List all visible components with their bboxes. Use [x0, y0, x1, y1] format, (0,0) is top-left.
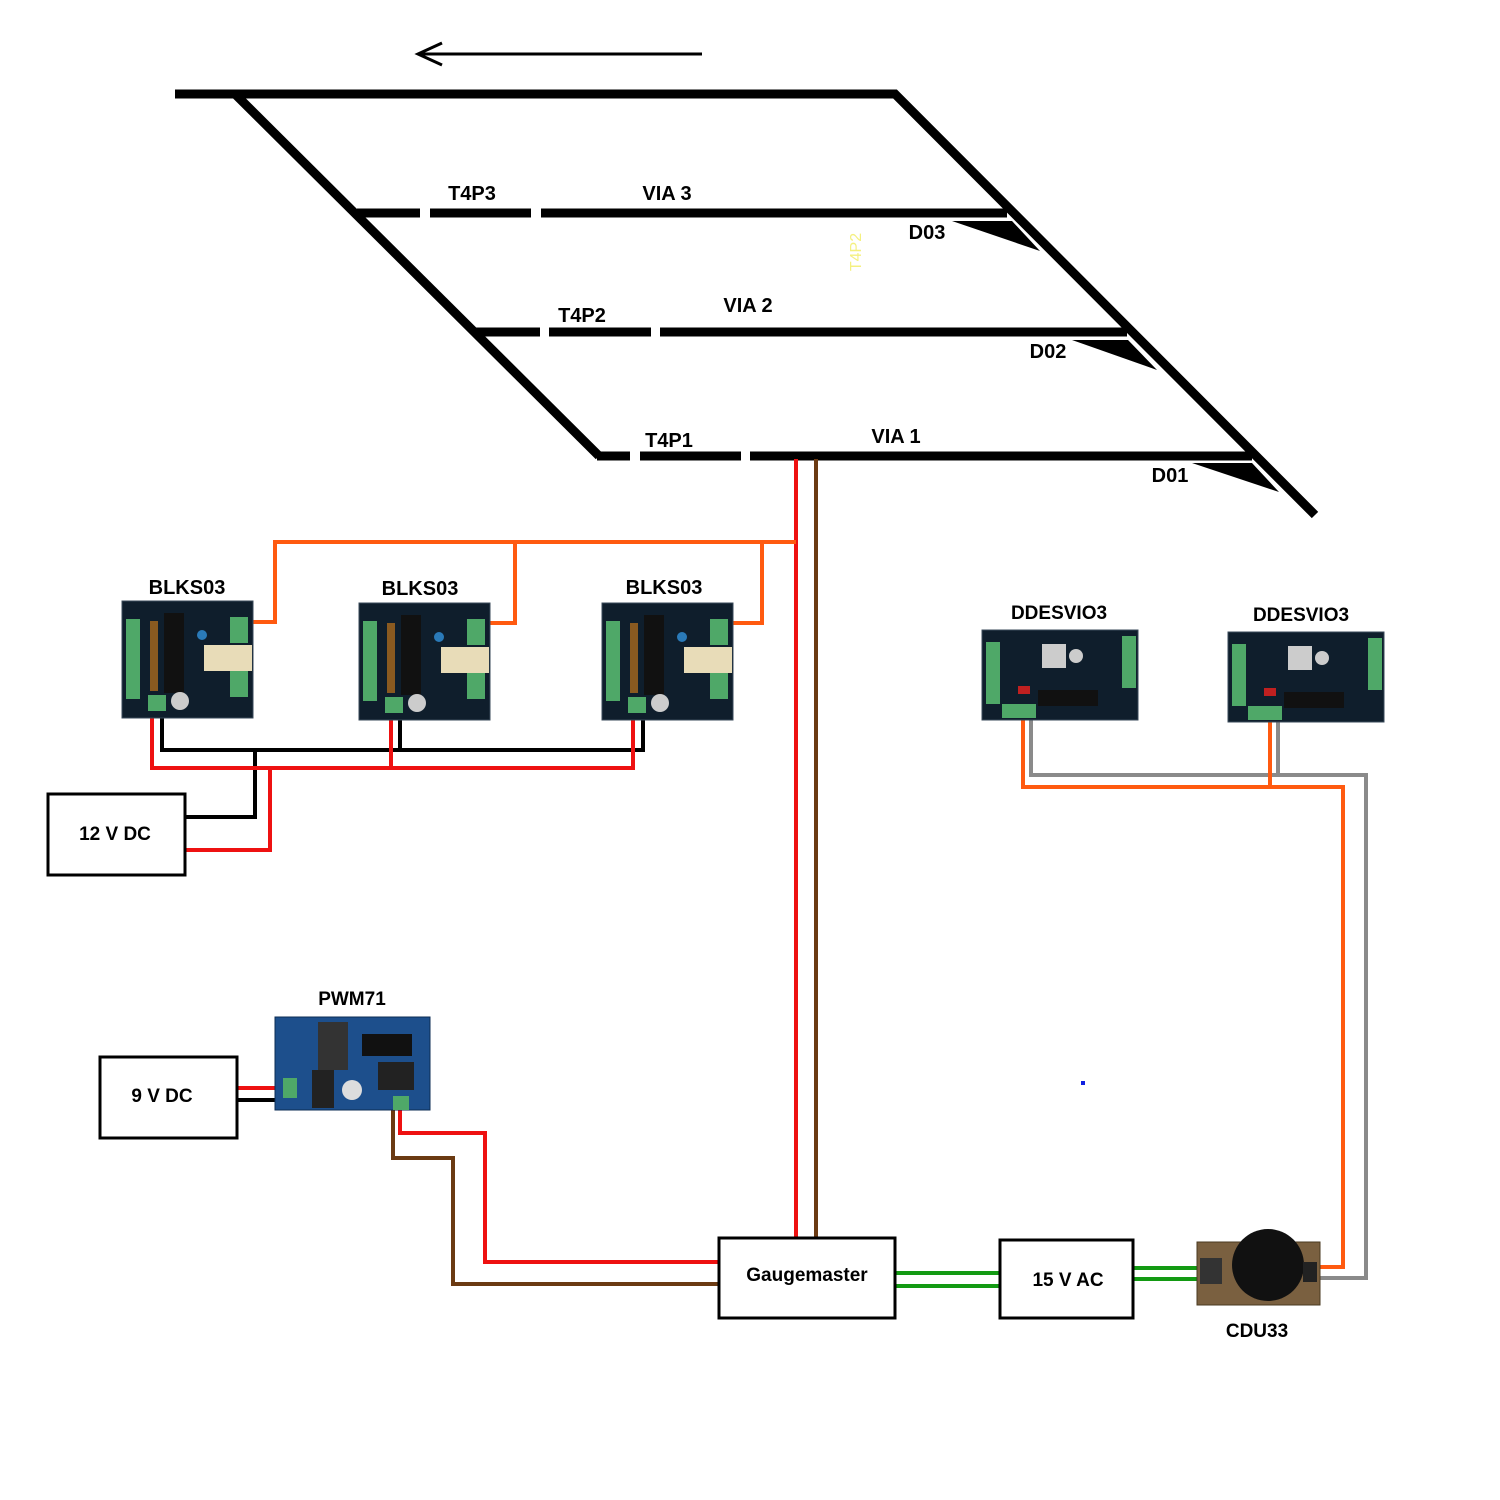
- blks03-board: [358, 602, 491, 721]
- pwm-brown-wire: [391, 1110, 719, 1286]
- ddesvio3-board: [1227, 631, 1385, 723]
- cdu33-board: [1196, 1229, 1321, 1306]
- turnout-d02-marker: [1072, 340, 1157, 370]
- section-label-t4p1: T4P1: [645, 430, 693, 452]
- pwm71-label: PWM71: [318, 989, 386, 1010]
- ddesvio3-label-2: DDESVIO3: [1253, 605, 1349, 626]
- blks03-label-1: BLKS03: [149, 577, 226, 599]
- cdu33-label: CDU33: [1226, 1321, 1288, 1342]
- power-15v-ac-box: 15 V AC: [998, 1238, 1135, 1320]
- blks-orange-wires: [253, 540, 796, 625]
- dc12-black-wires: [160, 718, 645, 819]
- power-12v-dc-box: 12 V DC: [46, 792, 187, 877]
- blks03-board: [121, 600, 254, 719]
- blks03-board: [601, 602, 734, 721]
- section-label-t4p2: T4P2: [558, 305, 606, 327]
- pwm71-board: [274, 1016, 431, 1111]
- turnout-label-d01: D01: [1152, 465, 1189, 487]
- gaugemaster-box: Gaugemaster: [717, 1236, 897, 1320]
- blks03-label-3: BLKS03: [626, 577, 703, 599]
- dc12-red-wires: [150, 718, 635, 852]
- turnout-d03-marker: [952, 221, 1040, 251]
- ddesvio3-board: [981, 629, 1139, 721]
- power-9v-dc-box: 9 V DC: [98, 1055, 239, 1140]
- ddesvio-orange-wires: [1021, 720, 1345, 1269]
- left-diagonal-track: [231, 90, 603, 460]
- gaugemaster-label: Gaugemaster: [746, 1265, 868, 1286]
- stray-dot: [1081, 1081, 1085, 1085]
- main-track: [175, 89, 1319, 519]
- blks03-label-2: BLKS03: [382, 578, 459, 600]
- power-15v-ac-label: 15 V AC: [1032, 1270, 1103, 1291]
- ddesvio3-label-1: DDESVIO3: [1011, 603, 1107, 624]
- arrow-left-icon: [414, 41, 702, 67]
- power-9v-dc-label: 9 V DC: [131, 1086, 193, 1107]
- via-label-2: VIA 2: [723, 295, 772, 317]
- power-12v-dc-label: 12 V DC: [79, 824, 151, 845]
- ac-green-wires: [895, 1266, 1197, 1288]
- turnout-label-d03: D03: [909, 222, 946, 244]
- faint-section-label: T4P2: [848, 233, 865, 271]
- pwm-red-wire: [398, 1110, 719, 1264]
- via-label-1: VIA 1: [871, 426, 920, 448]
- via-label-3: VIA 3: [642, 183, 691, 205]
- section-label-t4p3: T4P3: [448, 183, 496, 205]
- track-layout: [175, 89, 1319, 519]
- turnout-label-d02: D02: [1030, 341, 1067, 363]
- ddesvio-gray-wires: [1029, 720, 1368, 1280]
- turnout-d01-marker: [1192, 463, 1279, 492]
